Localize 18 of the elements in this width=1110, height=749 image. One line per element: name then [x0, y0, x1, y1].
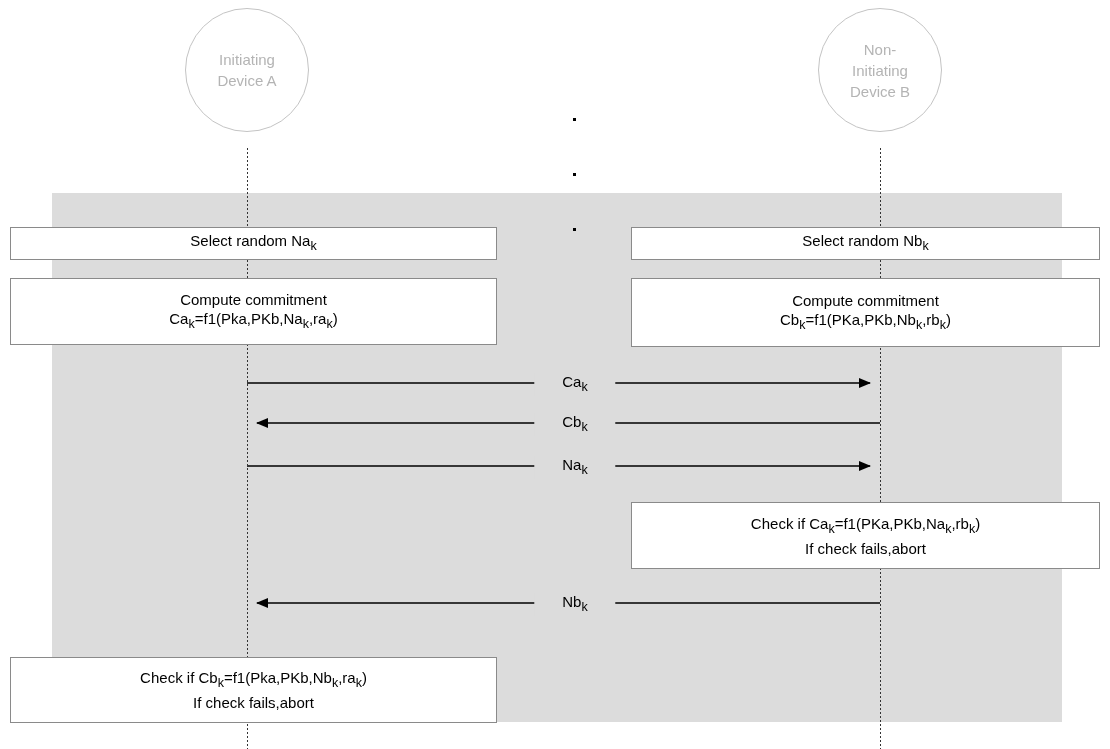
box-text: Select random Nb$_{k}$	[802, 231, 929, 255]
process-box	[10, 278, 497, 345]
process-box	[10, 227, 497, 260]
box-text: Check if Ca$_{k}$=f1(PKa,PKb,Na$_{k}$,rb$_{k}$)	[750, 513, 981, 538]
process-box	[631, 278, 1100, 347]
box-text: Ca$_{k}$=f1(Pka,PKb,Na$_{k}$,ra$_{k}$)	[169, 308, 338, 333]
box-text: Compute commitment	[180, 289, 327, 309]
box-text: Check if Cb$_{k}$=f1(Pka,PKb,Nb$_{k}$,ra$_{k}$)	[140, 668, 367, 692]
participant-label: Non-Initiating Device B	[849, 39, 911, 102]
process-box	[10, 657, 497, 723]
box-text: Cb$_{k}$=f1(PKa,PKb,Nb$_{k}$,rb$_{k}$)	[780, 309, 951, 334]
participant-label: Initiating Device A	[216, 50, 278, 91]
process-box	[631, 227, 1100, 260]
box-text: Compute commitment	[792, 290, 939, 310]
box-text: Select random Na$_{k}$	[190, 231, 317, 255]
box-text: If check fails,abort	[193, 693, 314, 712]
box-text: If check fails,abort	[805, 538, 926, 558]
process-box	[631, 502, 1100, 569]
